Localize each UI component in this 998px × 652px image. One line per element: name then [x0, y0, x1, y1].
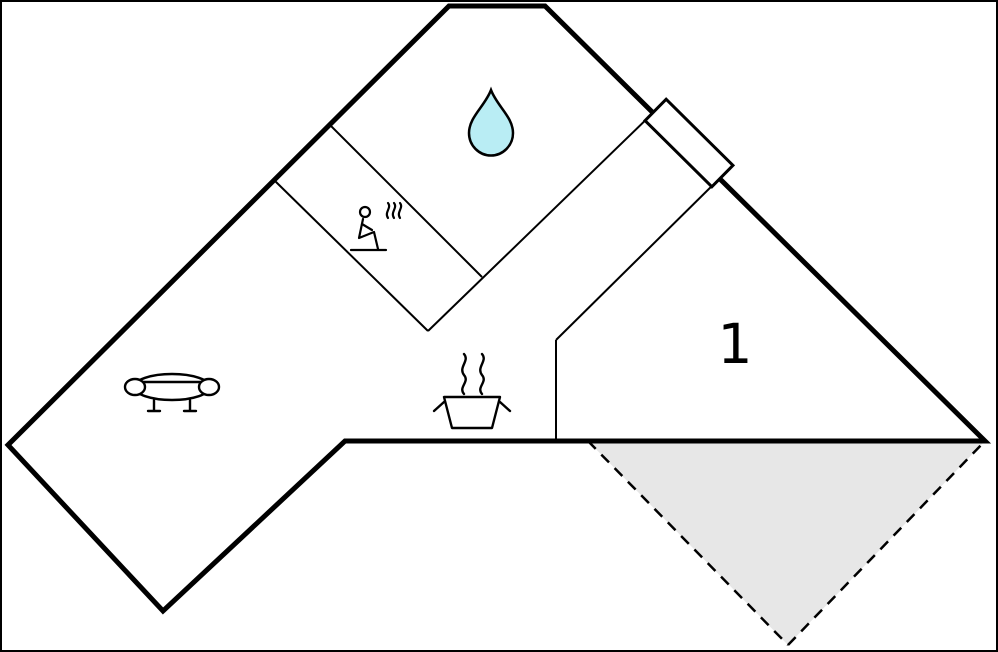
sauna-person-arm: [360, 222, 374, 232]
pot-steam-1: [461, 352, 467, 396]
sauna-person-head: [358, 205, 372, 219]
terrace-area: [588, 441, 985, 645]
pot-body: [442, 395, 502, 430]
sofa-legs: [146, 398, 198, 413]
sauna-lower-wall: [273, 179, 429, 332]
pot-steam-2: [479, 352, 485, 396]
sauna-steam-1: [385, 201, 391, 220]
door-window: [642, 97, 736, 189]
sauna-person-body: [357, 217, 380, 251]
room-1-label: 1: [718, 312, 753, 376]
sofa-icon: [123, 372, 221, 413]
sauna-person-icon: [349, 201, 403, 252]
sauna-bathroom-wall: [329, 124, 483, 278]
sauna-steam-3: [397, 201, 403, 220]
sofa-armrest-left: [123, 377, 147, 397]
terrace-dashed-edge-left: [587, 440, 789, 646]
pot-handle-left: [432, 400, 446, 413]
terrace-dashed-edge-right: [787, 440, 986, 646]
water-drop-icon: [467, 86, 515, 157]
cooking-pot-icon: [432, 352, 512, 430]
pot-handle-right: [498, 400, 512, 413]
outer-wall: [4, 3, 992, 615]
bedroom-diagonal-wall: [555, 175, 723, 341]
sauna-steam-2: [391, 201, 397, 220]
sofa-armrest-right: [197, 377, 221, 397]
interior-walls: [273, 109, 723, 441]
corridor-wall-left: [427, 109, 657, 332]
